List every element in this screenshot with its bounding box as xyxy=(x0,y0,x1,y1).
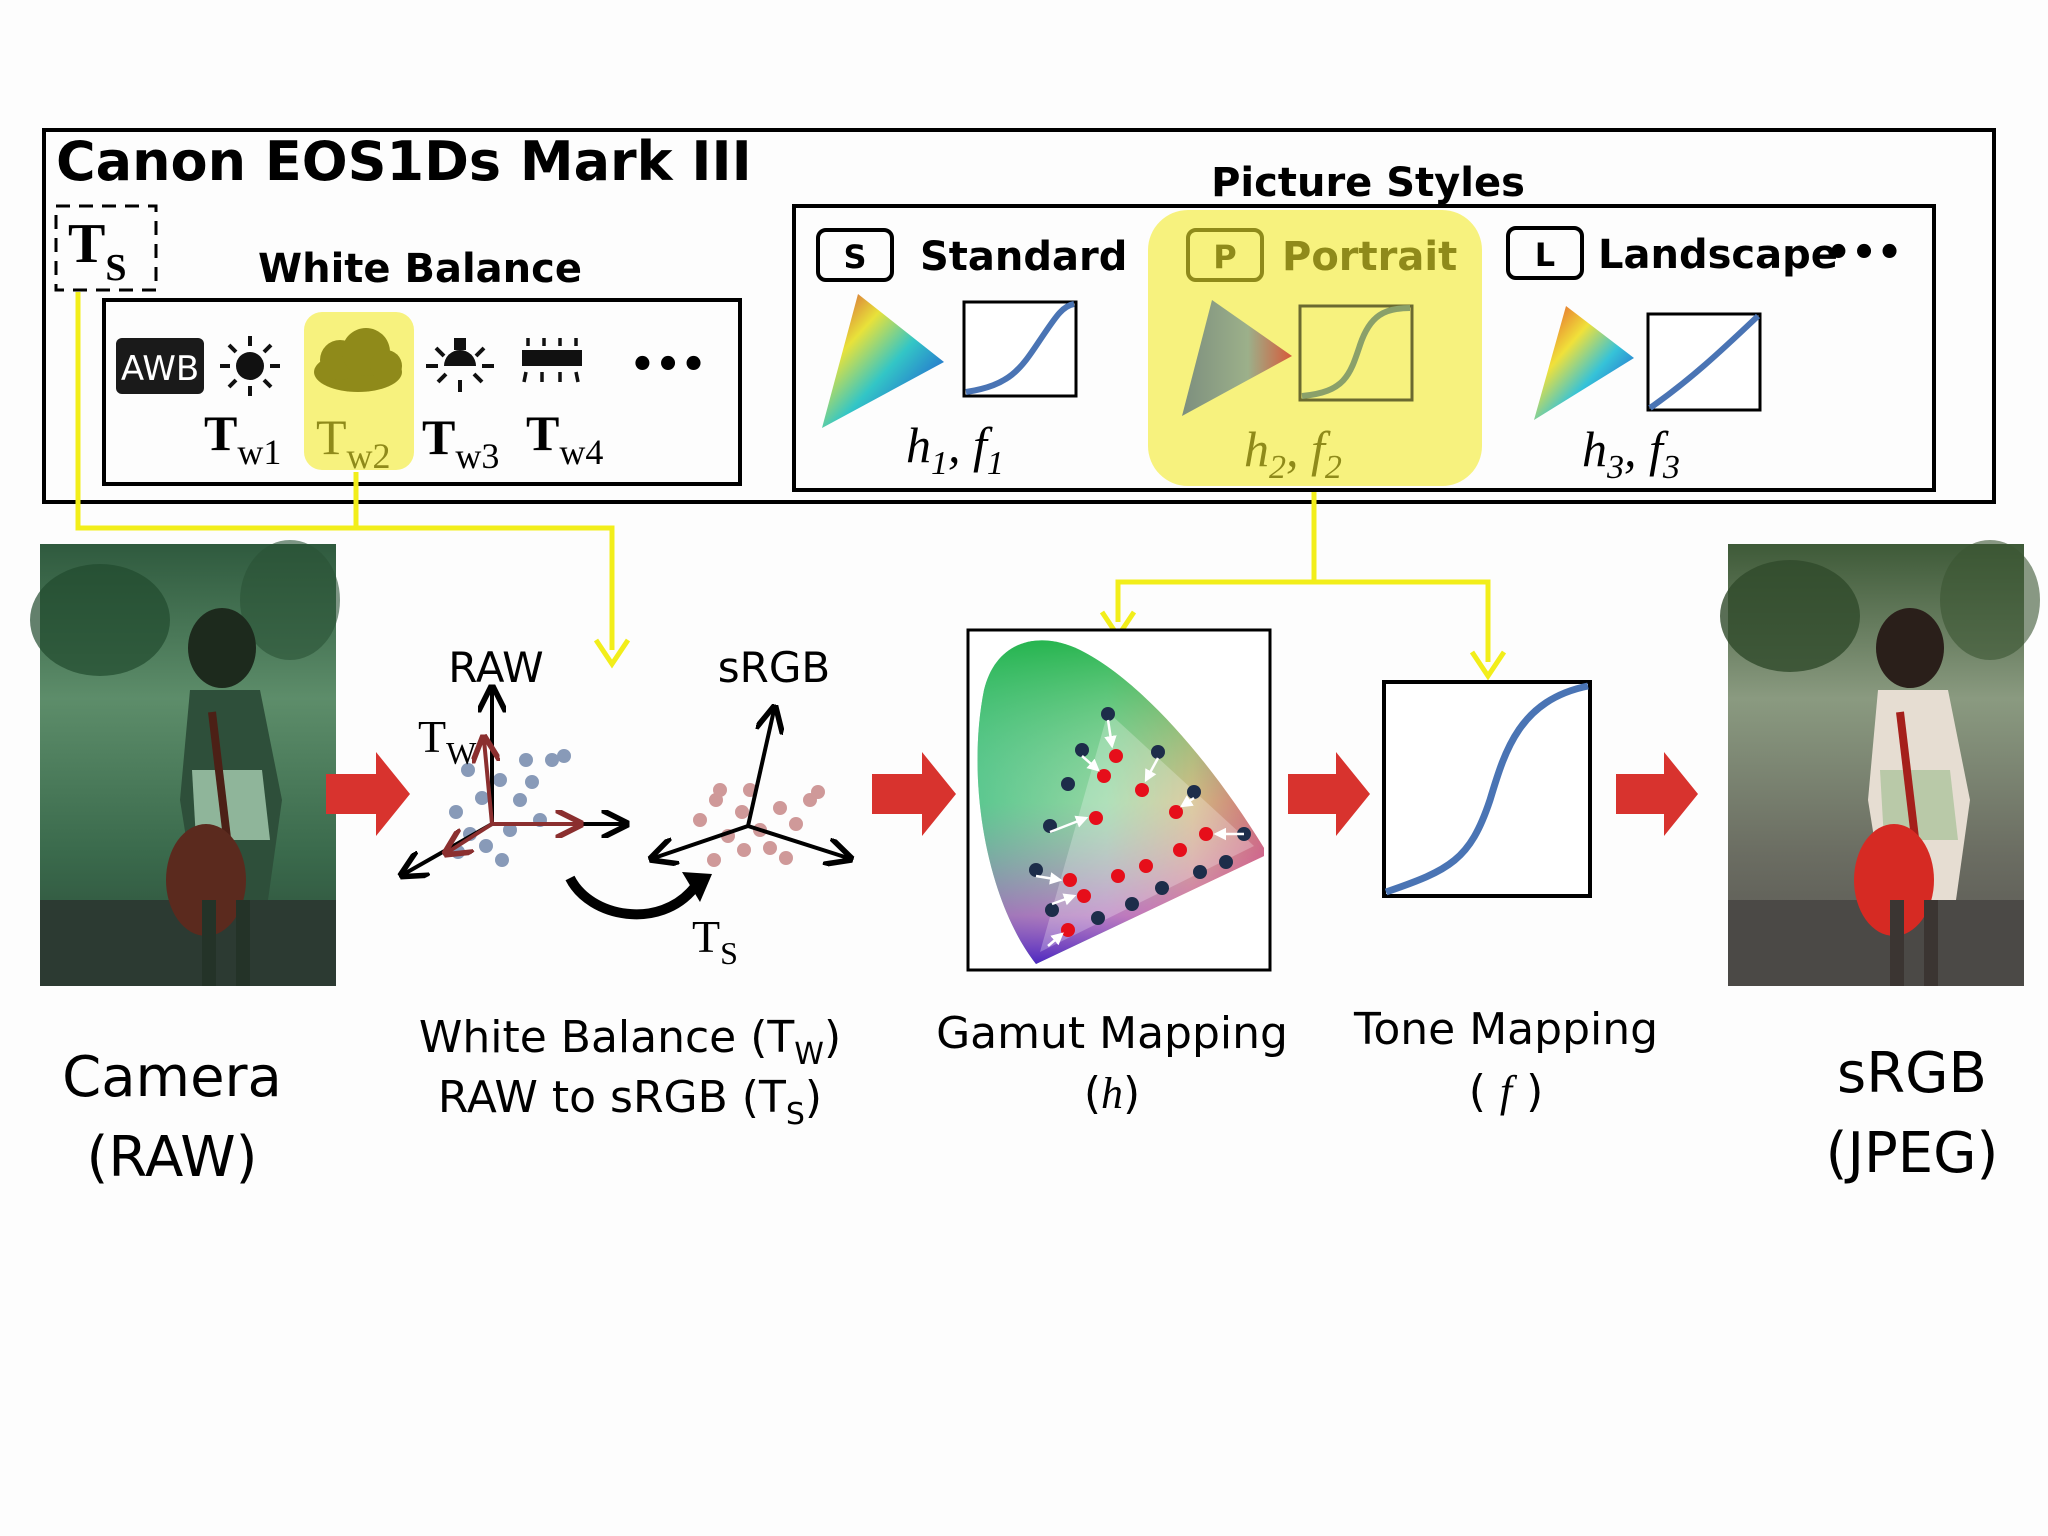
ts-label: TS xyxy=(68,213,127,289)
tone-caption-line2: ( f ) xyxy=(1469,1066,1544,1117)
portrait-badge xyxy=(1186,228,1264,282)
ts-dashed-box xyxy=(54,204,158,292)
srgb-caption-line2: (JPEG) xyxy=(1826,1121,1999,1186)
landscape-badge xyxy=(1506,226,1584,280)
wb-ellipsis: ••• xyxy=(630,342,707,388)
daylight-icon xyxy=(220,336,280,396)
wb-caption-line2: RAW to sRGB (TS) xyxy=(438,1072,822,1132)
styles-ellipsis: ••• xyxy=(1826,230,1903,276)
raw-axis-label: RAW xyxy=(448,643,543,692)
ts-rotation-label: TS xyxy=(692,911,738,971)
picture-styles-title: Picture Styles xyxy=(1211,160,1525,206)
wb-label-tw2: Tw2 xyxy=(316,409,391,476)
landscape-tone-curve xyxy=(1648,313,1761,411)
raw-axes: RAW TW xyxy=(404,643,624,874)
picture-styles-box xyxy=(792,204,1936,492)
srgb-axis-label: sRGB xyxy=(718,643,830,692)
wb-label-tw1: Tw1 xyxy=(204,405,281,472)
landscape-name: Landscape xyxy=(1598,232,1838,278)
cloudy-icon xyxy=(314,328,402,392)
tungsten-icon xyxy=(426,338,494,392)
standard-tone-curve xyxy=(965,301,1075,395)
white-balance-caption: White Balance (TW) RAW to sRGB (TS) xyxy=(419,1012,841,1132)
gamut-caption-line1: Gamut Mapping xyxy=(936,1008,1288,1059)
camera-model-title: Canon EOS1Ds Mark III xyxy=(56,130,752,193)
flow-arrow-4 xyxy=(1616,752,1698,836)
camera-caption-line1: Camera xyxy=(62,1045,282,1110)
camera-caption-line2: (RAW) xyxy=(87,1125,258,1190)
tone-mapping-panel xyxy=(1382,680,1592,898)
raw-photo xyxy=(30,540,340,986)
landscape-letter: L xyxy=(1535,236,1555,274)
tone-caption-line1: Tone Mapping xyxy=(1353,1004,1658,1055)
wb-label-tw3: Tw3 xyxy=(422,409,499,476)
portrait-tone-curve xyxy=(1301,305,1411,399)
tone-mapping-curve xyxy=(1384,682,1589,896)
white-balance-box xyxy=(102,298,742,486)
standard-gamut-triangle xyxy=(822,294,944,428)
gamut-caption: Gamut Mapping (h) xyxy=(936,1008,1288,1119)
camera-caption: Camera (RAW) xyxy=(62,1045,282,1190)
gamut-mapping-panel xyxy=(966,628,1272,972)
camera-settings-box xyxy=(42,128,1996,504)
tw-axis-label: TW xyxy=(418,711,477,771)
fluorescent-icon xyxy=(522,338,582,383)
ts-rotation-arrow xyxy=(565,875,698,920)
standard-badge xyxy=(816,228,894,282)
flow-arrow-3 xyxy=(1288,752,1370,836)
portrait-name: Portrait xyxy=(1282,234,1457,280)
flow-arrows xyxy=(326,752,1698,836)
srgb-caption: sRGB (JPEG) xyxy=(1826,1041,1999,1186)
yellow-connectors xyxy=(75,292,1507,681)
flow-arrow-1 xyxy=(326,752,410,836)
standard-name: Standard xyxy=(920,234,1127,280)
style-portrait: P Portrait h2, f2 xyxy=(1182,228,1457,486)
standard-hf-label: h1, f1 xyxy=(906,417,1004,482)
gamut-caption-line2: (h) xyxy=(1084,1068,1140,1119)
awb-icon: AWB xyxy=(116,338,204,394)
flow-arrow-2 xyxy=(872,752,956,836)
srgb-axes: sRGB TS xyxy=(565,643,848,971)
landscape-gamut-triangle xyxy=(1534,306,1634,420)
landscape-hf-label: h3, f3 xyxy=(1582,421,1680,486)
srgb-caption-line1: sRGB xyxy=(1837,1041,1987,1106)
portrait-tone-box xyxy=(1298,304,1414,402)
standard-letter: S xyxy=(843,238,866,276)
jpeg-photo xyxy=(1720,540,2040,986)
portrait-gamut-triangle xyxy=(1182,300,1292,416)
wb-caption-line1: White Balance (TW) xyxy=(419,1012,841,1072)
tone-caption: Tone Mapping ( f ) xyxy=(1353,1004,1658,1117)
portrait-letter: P xyxy=(1213,238,1236,276)
style-standard: S Standard h1, f1 xyxy=(816,228,1127,482)
wb-label-tw4: Tw4 xyxy=(526,405,603,472)
awb-label: AWB xyxy=(121,349,199,389)
style-landscape: L Landscape ••• h3, f3 xyxy=(1506,226,1903,486)
white-balance-title: White Balance xyxy=(258,246,582,292)
